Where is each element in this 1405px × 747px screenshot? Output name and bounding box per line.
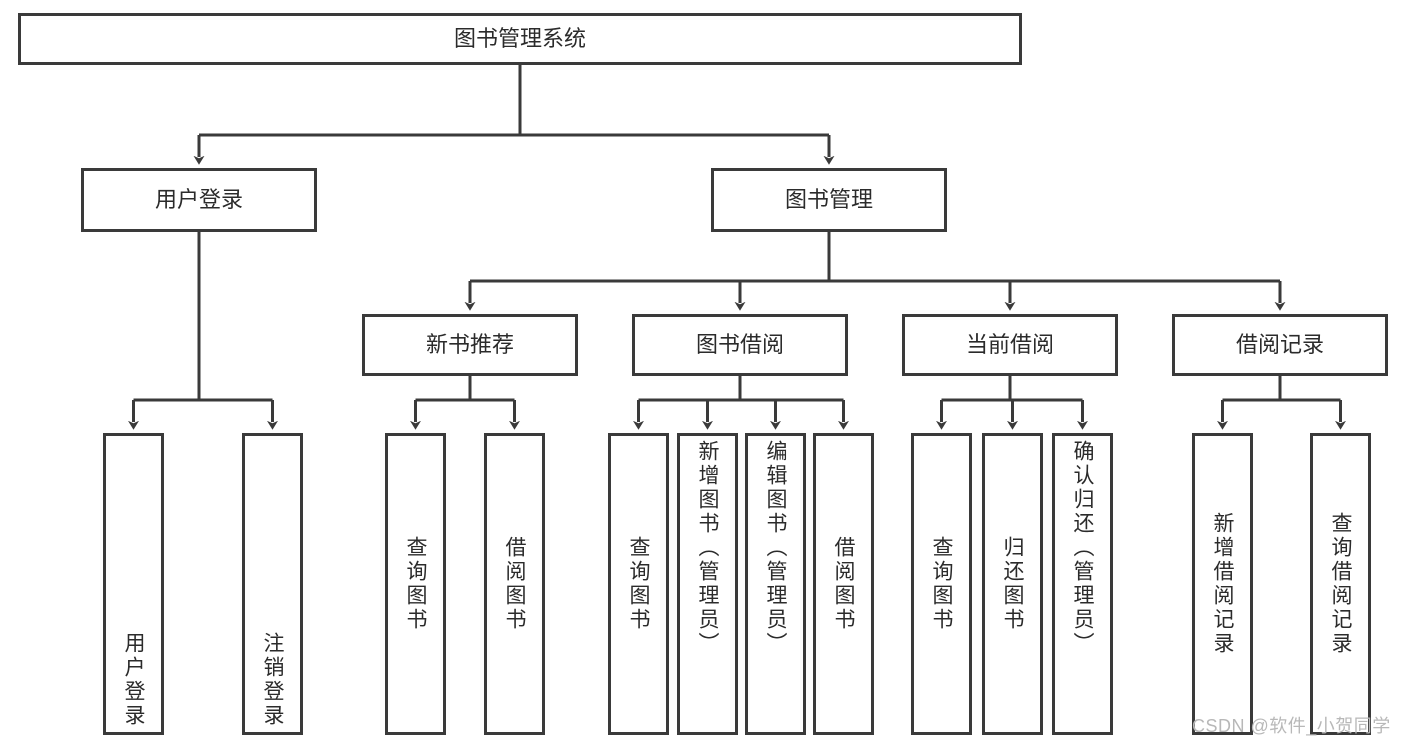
node-current[interactable]: 当前借阅 [902, 314, 1118, 376]
node-label-current: 当前借阅 [965, 331, 1054, 357]
node-newbook[interactable]: 新书推荐 [362, 314, 578, 376]
node-b-add[interactable]: 新增图书（管理员） [677, 433, 738, 735]
node-b-edit[interactable]: 编辑图书（管理员） [745, 433, 806, 735]
node-root[interactable]: 图书管理系统 [18, 13, 1022, 65]
node-label-c-return: 归还图书 [1001, 536, 1024, 632]
node-label-login: 用户登录 [154, 186, 243, 212]
node-n-query[interactable]: 查询图书 [385, 433, 446, 735]
node-r-add[interactable]: 新增借阅记录 [1192, 433, 1253, 735]
node-c-query[interactable]: 查询图书 [911, 433, 972, 735]
node-r-query[interactable]: 查询借阅记录 [1310, 433, 1371, 735]
node-label-n-query: 查询图书 [404, 536, 427, 632]
node-borrow[interactable]: 图书借阅 [632, 314, 848, 376]
node-n-borrow[interactable]: 借阅图书 [484, 433, 545, 735]
node-label-c-confirm: 确认归还（管理员） [1071, 440, 1094, 656]
node-label-r-add: 新增借阅记录 [1211, 512, 1234, 656]
node-label-records: 借阅记录 [1235, 331, 1324, 357]
node-login[interactable]: 用户登录 [81, 168, 317, 232]
node-label-newbook: 新书推荐 [425, 331, 514, 357]
node-records[interactable]: 借阅记录 [1172, 314, 1388, 376]
node-label-l-logout: 注销登录 [261, 632, 284, 728]
node-label-root: 图书管理系统 [453, 25, 586, 51]
node-label-borrow: 图书借阅 [695, 331, 784, 357]
node-b-query[interactable]: 查询图书 [608, 433, 669, 735]
node-label-bookmgmt: 图书管理 [784, 186, 873, 212]
node-l-logout[interactable]: 注销登录 [242, 433, 303, 735]
node-label-b-lend: 借阅图书 [832, 536, 855, 632]
node-bookmgmt[interactable]: 图书管理 [711, 168, 947, 232]
node-b-lend[interactable]: 借阅图书 [813, 433, 874, 735]
node-label-r-query: 查询借阅记录 [1329, 512, 1352, 656]
node-label-b-query: 查询图书 [627, 536, 650, 632]
node-label-n-borrow: 借阅图书 [503, 536, 526, 632]
node-l-login[interactable]: 用户登录 [103, 433, 164, 735]
watermark: CSDN @软件_小贺同学 [1192, 716, 1391, 736]
node-label-l-login: 用户登录 [122, 632, 145, 728]
node-label-b-add: 新增图书（管理员） [696, 440, 719, 656]
node-c-return[interactable]: 归还图书 [982, 433, 1043, 735]
node-label-c-query: 查询图书 [930, 536, 953, 632]
node-c-confirm[interactable]: 确认归还（管理员） [1052, 433, 1113, 735]
node-label-b-edit: 编辑图书（管理员） [764, 440, 787, 656]
